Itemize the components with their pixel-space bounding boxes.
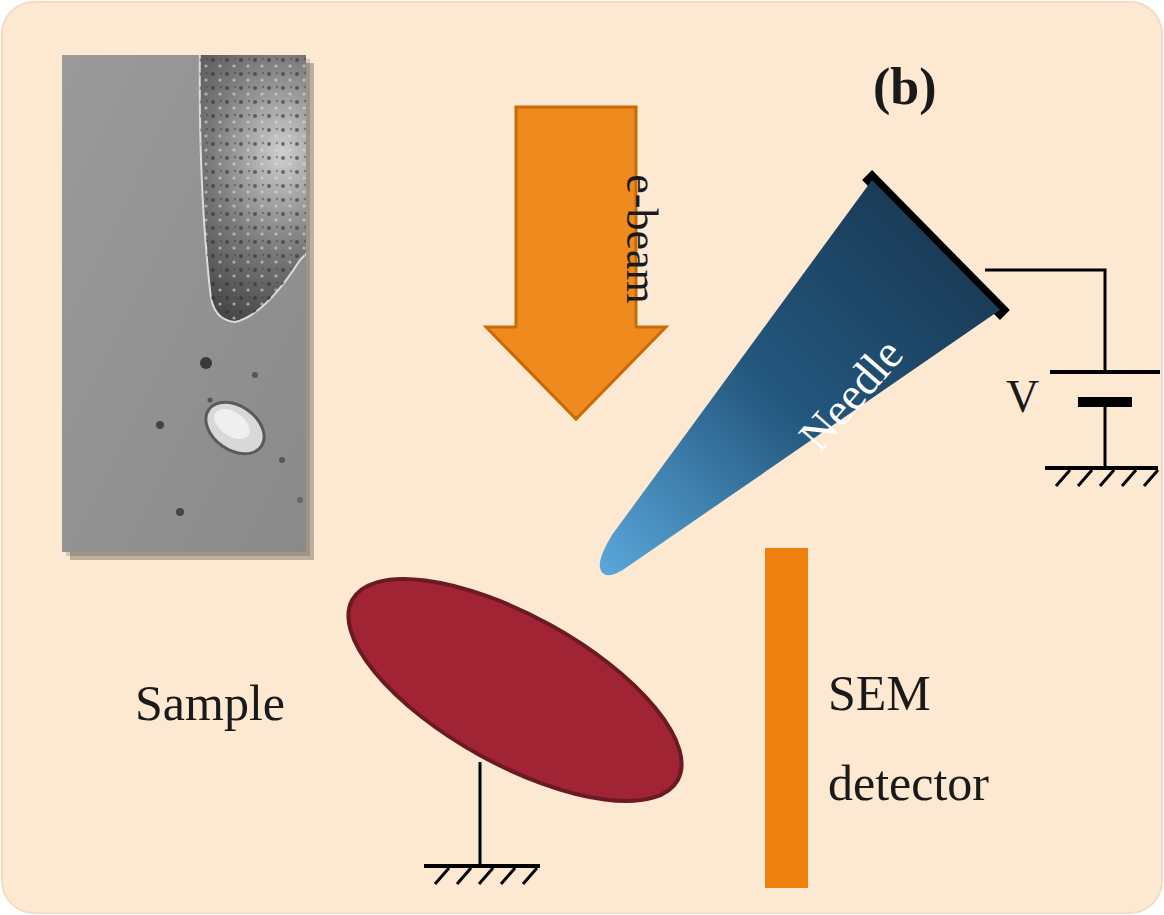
needle-probe: Needle	[590, 170, 1010, 590]
detector-label: SEM detector	[828, 648, 1058, 828]
beam-arrow: e-beam	[483, 105, 669, 423]
sample-label: Sample	[135, 676, 285, 731]
node-label: e-beam	[619, 174, 663, 303]
needle-probe-outline	[590, 170, 1010, 590]
panel-label: (b)	[873, 58, 937, 115]
voltage-label: V	[1006, 372, 1039, 423]
